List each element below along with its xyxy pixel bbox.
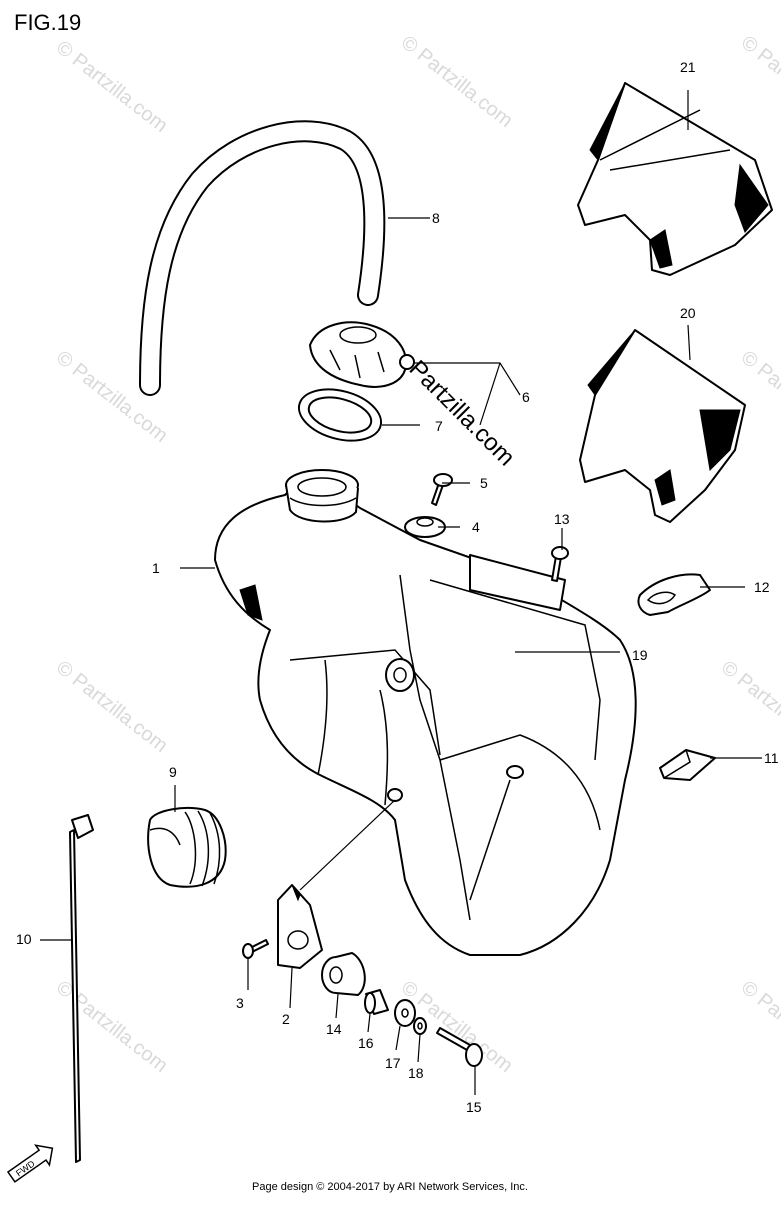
watermark: © Partzilla.com <box>52 37 172 137</box>
callout-7[interactable]: 7 <box>435 418 443 434</box>
watermark: © Partzilla.com <box>52 657 172 757</box>
part-16-collar[interactable] <box>364 989 389 1015</box>
callout-14[interactable]: 14 <box>326 1021 342 1037</box>
part-18-lock-washer[interactable] <box>413 1017 427 1035</box>
callout-labels: 1 2 3 4 5 6 7 8 9 10 11 12 13 14 15 16 1… <box>16 59 779 1115</box>
part-8-breather-hose[interactable] <box>139 120 386 396</box>
callout-18[interactable]: 18 <box>408 1065 424 1081</box>
callout-3[interactable]: 3 <box>236 995 244 1011</box>
callout-4[interactable]: 4 <box>472 519 480 535</box>
callout-12[interactable]: 12 <box>754 579 770 595</box>
callout-17[interactable]: 17 <box>385 1055 401 1071</box>
callout-13[interactable]: 13 <box>554 511 570 527</box>
part-21-shroud[interactable] <box>577 82 773 276</box>
callout-10[interactable]: 10 <box>16 931 32 947</box>
part-15-bolt[interactable] <box>436 1027 483 1067</box>
fwd-arrow-icon: FWD <box>6 1144 54 1183</box>
part-1-fuel-tank[interactable] <box>214 469 637 956</box>
watermark: © Partzilla.com <box>737 977 781 1077</box>
callout-8[interactable]: 8 <box>432 210 440 226</box>
part-17-washer[interactable] <box>394 999 416 1027</box>
part-4-cushion[interactable] <box>404 516 446 538</box>
part-14-grommet[interactable] <box>321 952 366 996</box>
part-2-bracket[interactable] <box>277 884 323 969</box>
watermark: © Partzilla.com <box>52 977 172 1077</box>
page-footer: Page design © 2004-2017 by ARI Network S… <box>252 1181 528 1193</box>
figure-title: FIG.19 <box>14 10 81 35</box>
leader-lines <box>40 90 762 1095</box>
part-3-bolt[interactable] <box>242 939 269 959</box>
part-10-tie-strap[interactable] <box>69 814 94 1163</box>
callout-9[interactable]: 9 <box>169 764 177 780</box>
part-20-shroud[interactable] <box>579 329 746 523</box>
part-13-screw[interactable] <box>551 546 569 582</box>
part-9-cushion[interactable] <box>147 807 227 888</box>
callout-1[interactable]: 1 <box>152 560 160 576</box>
part-7-cap-gasket[interactable] <box>293 381 387 449</box>
watermark: © Partzilla.com <box>737 347 781 447</box>
callout-6[interactable]: 6 <box>522 389 530 405</box>
callout-16[interactable]: 16 <box>358 1035 374 1051</box>
part-5-screw[interactable] <box>431 473 453 506</box>
callout-21[interactable]: 21 <box>680 59 696 75</box>
callout-5[interactable]: 5 <box>480 475 488 491</box>
watermark: © Partzilla.com <box>737 32 781 132</box>
callout-19[interactable]: 19 <box>632 647 648 663</box>
part-12-band[interactable] <box>637 573 711 616</box>
part-11-cushion-pad[interactable] <box>659 749 716 781</box>
part-6-fuel-cap[interactable] <box>309 321 415 388</box>
callout-15[interactable]: 15 <box>466 1099 482 1115</box>
watermark: © Partzilla.com <box>397 32 517 132</box>
callout-2[interactable]: 2 <box>282 1011 290 1027</box>
callout-11[interactable]: 11 <box>764 750 779 766</box>
watermark: © Partzilla.com <box>717 657 781 757</box>
callout-20[interactable]: 20 <box>680 305 696 321</box>
watermark-overlay: Partzilla.com <box>404 355 520 471</box>
